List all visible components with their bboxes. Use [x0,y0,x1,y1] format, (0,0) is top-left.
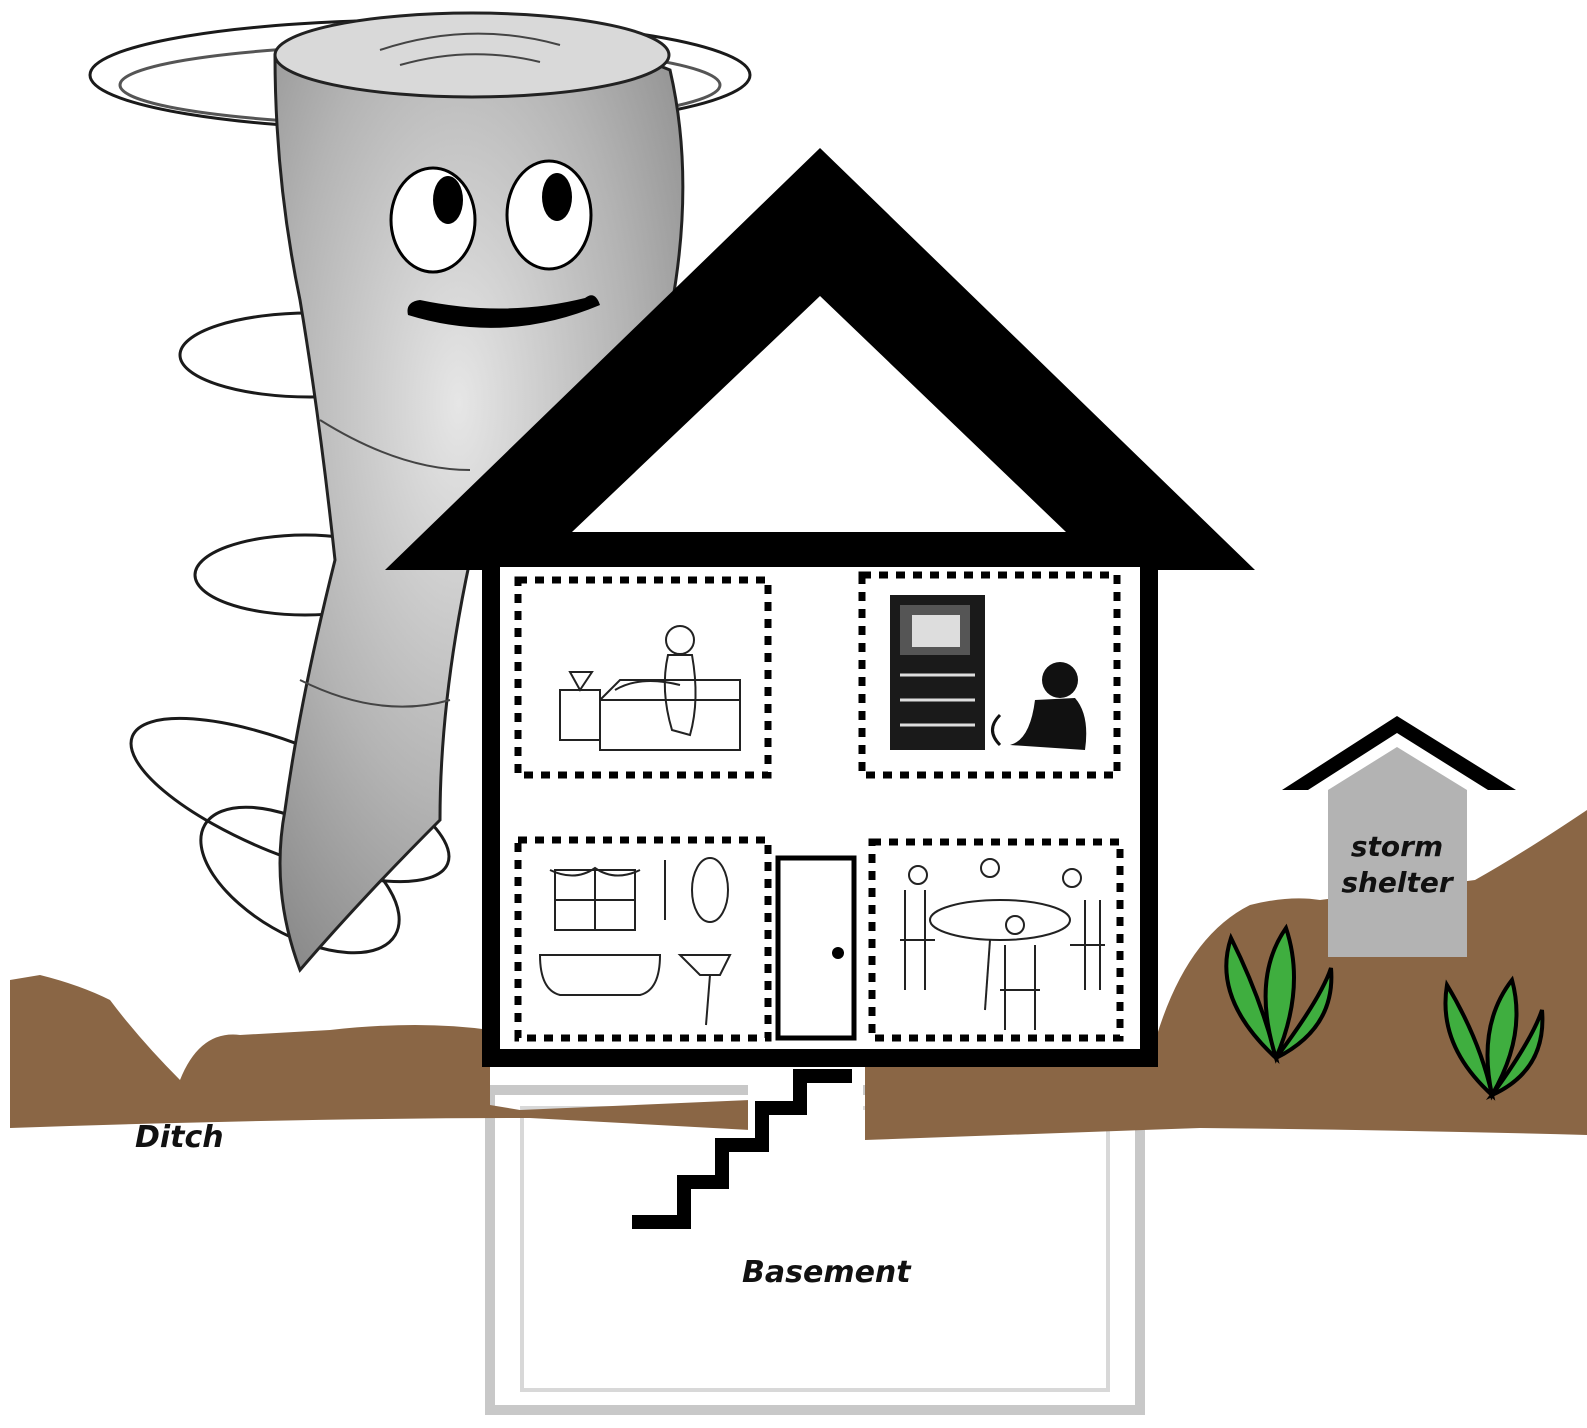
door-icon [778,858,854,1038]
bedroom-scene-icon [518,580,768,775]
ditch-label: Ditch [135,1120,224,1155]
storm-shelter-label-line1: storm [1351,830,1443,863]
dining-room-scene-icon [872,842,1120,1038]
basement-label: Basement [742,1255,912,1290]
storm-shelter-label-line2: shelter [1341,866,1455,899]
tv-room-scene-icon [862,575,1117,775]
bathroom-scene-icon [518,840,768,1038]
